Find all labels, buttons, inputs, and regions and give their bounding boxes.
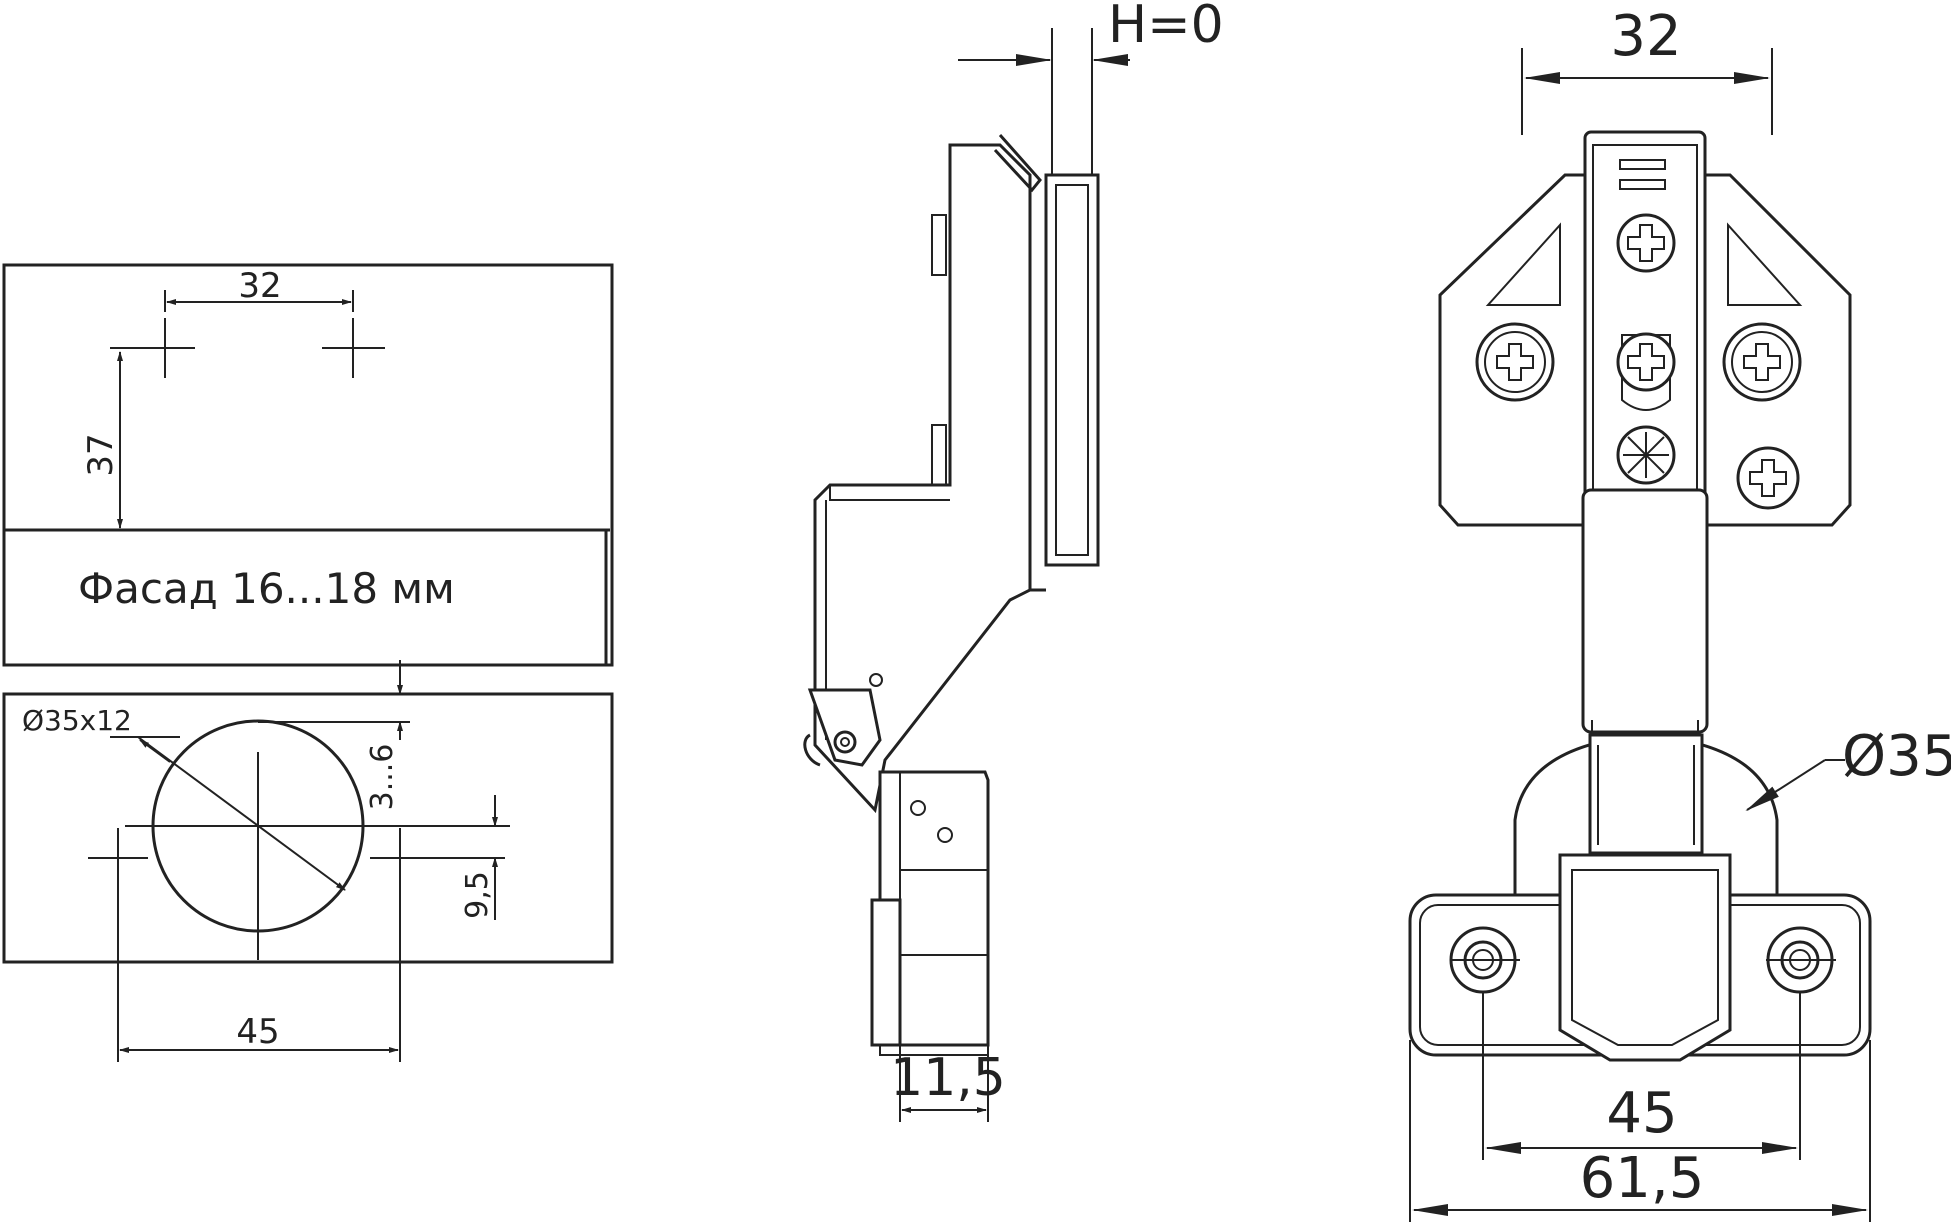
cup-size-label: Ø35x12 bbox=[22, 704, 132, 737]
hinge-side-view: H=0 11,5 bbox=[803, 0, 1224, 1122]
facade-panel: 32 37 Фасад 16...18 мм bbox=[2, 263, 614, 667]
side-knuckle bbox=[807, 688, 882, 767]
dim-depth-label: 11,5 bbox=[890, 1048, 1006, 1108]
dim-top-spacing: 32 bbox=[1610, 4, 1681, 69]
dim-screw-spacing: 45 bbox=[236, 1012, 279, 1052]
facade-label: Фасад 16...18 мм bbox=[78, 564, 455, 613]
cup-diameter-leader bbox=[137, 736, 346, 891]
dim-holes-spacing: 32 bbox=[238, 266, 281, 306]
hinge-front-view: 32 bbox=[1408, 4, 1951, 1222]
dim-holes-height: 37 bbox=[81, 433, 121, 476]
dim-edge-offset: 3...6 bbox=[365, 744, 400, 811]
side-hinge-arm bbox=[813, 143, 1032, 814]
drill-mark-left bbox=[110, 318, 195, 378]
side-door-plate bbox=[1044, 173, 1100, 567]
dim-base-holes: 45 bbox=[1606, 1081, 1677, 1146]
wing-screw-left bbox=[1475, 322, 1555, 402]
cup-panel-outline bbox=[2, 692, 614, 964]
front-cup-body bbox=[1558, 853, 1732, 1062]
overlay-label: H=0 bbox=[1108, 0, 1224, 55]
dim-screw-offset: 9,5 bbox=[460, 871, 495, 919]
facade-outline bbox=[2, 263, 614, 667]
dim-base-width: 61,5 bbox=[1580, 1146, 1705, 1211]
wing-screw-lower-right bbox=[1736, 446, 1800, 510]
arm-screw-middle bbox=[1616, 332, 1676, 411]
drill-mark-right bbox=[322, 318, 385, 378]
arm-screw-top bbox=[1616, 213, 1676, 273]
screw-mark-left bbox=[88, 828, 148, 890]
cup-drilling-panel: Ø35x12 3...6 9,5 45 bbox=[2, 660, 614, 1062]
arm-screw-bottom bbox=[1616, 425, 1676, 485]
wing-screw-right bbox=[1722, 322, 1802, 402]
cup-diameter-label: Ø35 bbox=[1842, 724, 1951, 789]
